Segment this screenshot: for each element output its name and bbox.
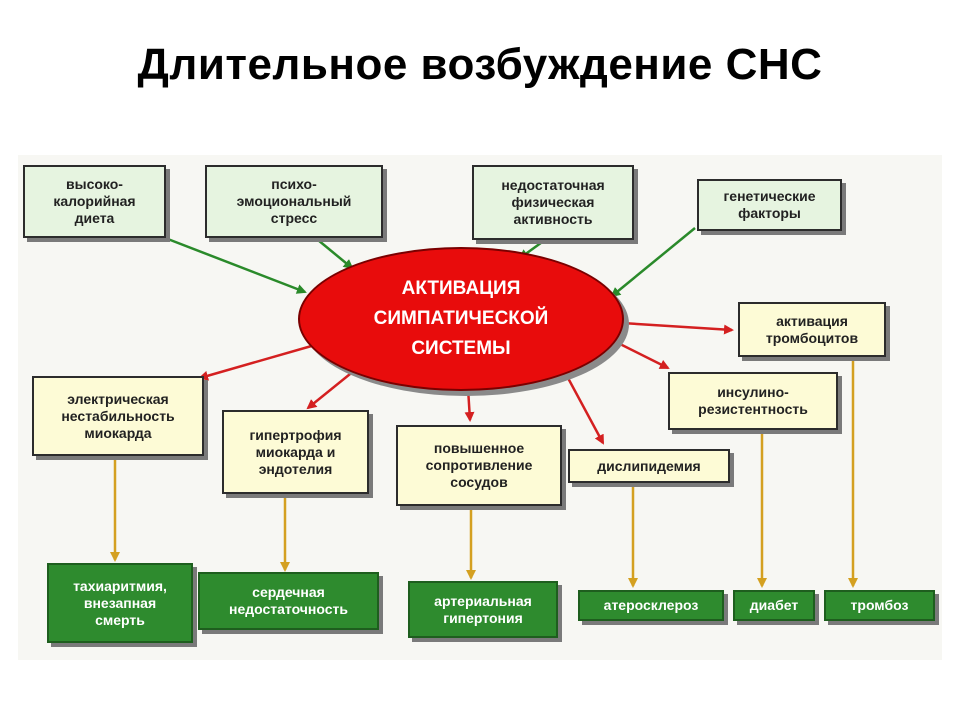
arrow-center-to-platelets xyxy=(621,321,734,335)
effect-insulin-box: инсулино- резистентность xyxy=(668,372,838,430)
arrow-diet-to-center xyxy=(159,234,307,294)
cause-diet-box: высоко- калорийная диета xyxy=(23,165,166,238)
outcome-heart-failure-box: сердечная недостаточность xyxy=(198,572,379,630)
cause-stress-box: психо- эмоциональный стресс xyxy=(205,165,383,238)
effect-dyslipidemia-box: дислипидемия xyxy=(568,449,730,483)
effect-resistance-box: повышенное сопротивление сосудов xyxy=(396,425,562,506)
outcome-hypertension-box: артериальная гипертония xyxy=(408,581,558,638)
cause-activity-box: недостаточная физическая активность xyxy=(472,165,634,240)
effect-electric-box: электрическая нестабильность миокарда xyxy=(32,376,204,456)
arrow-genetics-to-center xyxy=(610,227,696,298)
outcome-atherosclerosis-box: атеросклероз xyxy=(578,590,724,621)
outcome-tachyarrhythmia-box: тахиаритмия, внезапная смерть xyxy=(47,563,193,643)
center-node: АКТИВАЦИЯ СИМПАТИЧЕСКОЙ СИСТЕМЫ xyxy=(298,247,624,391)
page-title: Длительное возбуждение СНС xyxy=(137,40,823,89)
cause-genetics-box: генетические факторы xyxy=(697,179,842,231)
effect-platelets-box: активация тромбоцитов xyxy=(738,302,886,357)
outcome-thrombosis-box: тромбоз xyxy=(824,590,935,621)
arrow-center-to-hypertrophy xyxy=(306,369,356,410)
arrow-stress-to-center xyxy=(317,239,354,270)
outcome-diabetes-box: диабет xyxy=(733,590,815,621)
arrow-center-to-electric xyxy=(198,343,316,381)
arrow-center-to-dyslipidemia xyxy=(566,377,605,445)
arrow-center-to-insulin xyxy=(611,338,670,370)
effect-hypertrophy-box: гипертрофия миокарда и эндотелия xyxy=(222,410,369,494)
arrow-center-to-resistance xyxy=(464,387,475,422)
